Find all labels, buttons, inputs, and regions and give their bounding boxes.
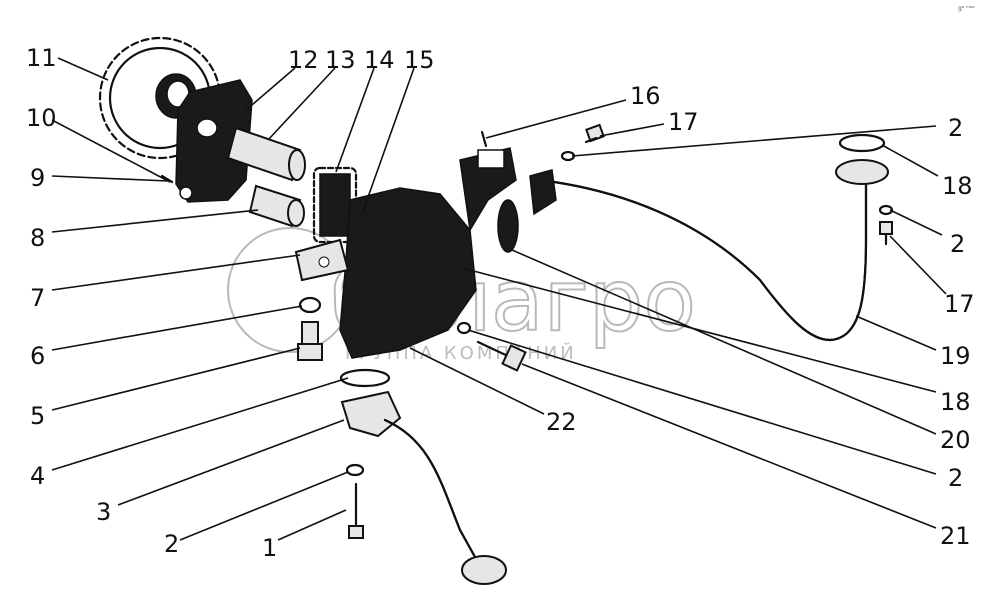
stud xyxy=(480,130,488,148)
gasket xyxy=(497,199,519,253)
label-10: 10 xyxy=(26,104,57,132)
drive-shaft xyxy=(226,126,306,182)
label-2-right: 2 xyxy=(950,230,965,258)
label-8: 8 xyxy=(30,224,45,252)
inlet-gasket xyxy=(339,368,391,388)
label-18-bottom: 18 xyxy=(940,388,971,416)
corner-mark: gᵃ ᵐᵒᵒ xyxy=(958,5,975,12)
label-17-right: 17 xyxy=(944,290,975,318)
label-2-top-right: 2 xyxy=(948,114,963,142)
label-6: 6 xyxy=(30,342,45,370)
bolt-bottom xyxy=(348,482,364,539)
label-21: 21 xyxy=(940,522,971,550)
leader-lines xyxy=(51,57,947,541)
label-14: 14 xyxy=(364,46,395,74)
washer-right xyxy=(878,204,894,216)
label-5: 5 xyxy=(30,402,45,430)
label-2-bottom: 2 xyxy=(164,530,179,558)
pump-body xyxy=(294,147,517,359)
label-3: 3 xyxy=(96,498,111,526)
discharge-pipe xyxy=(529,159,889,342)
washer-bottom xyxy=(345,463,365,477)
part-labels: 11 10 9 8 7 6 5 4 3 2 1 12 13 14 15 16 1… xyxy=(26,44,975,562)
label-15: 15 xyxy=(404,46,435,74)
bolt-right xyxy=(879,221,893,246)
bolt-top xyxy=(584,123,605,144)
pin xyxy=(160,174,174,184)
label-4: 4 xyxy=(30,462,45,490)
label-18-top: 18 xyxy=(942,172,973,200)
label-17-top: 17 xyxy=(668,108,699,136)
bolt-middle xyxy=(456,321,527,372)
label-2-lower-right: 2 xyxy=(948,464,963,492)
flange-gasket xyxy=(838,133,886,153)
label-16: 16 xyxy=(630,82,661,110)
label-1: 1 xyxy=(262,534,277,562)
pump-cover xyxy=(175,79,253,203)
bushing xyxy=(248,184,305,228)
label-7: 7 xyxy=(30,284,45,312)
label-13: 13 xyxy=(325,46,356,74)
suction-pipe xyxy=(340,390,507,585)
plug xyxy=(297,321,323,361)
o-ring xyxy=(298,296,322,314)
label-9: 9 xyxy=(30,164,45,192)
label-20: 20 xyxy=(940,426,971,454)
label-11: 11 xyxy=(26,44,57,72)
label-19: 19 xyxy=(940,342,971,370)
label-22: 22 xyxy=(546,408,577,436)
label-12: 12 xyxy=(288,46,319,74)
